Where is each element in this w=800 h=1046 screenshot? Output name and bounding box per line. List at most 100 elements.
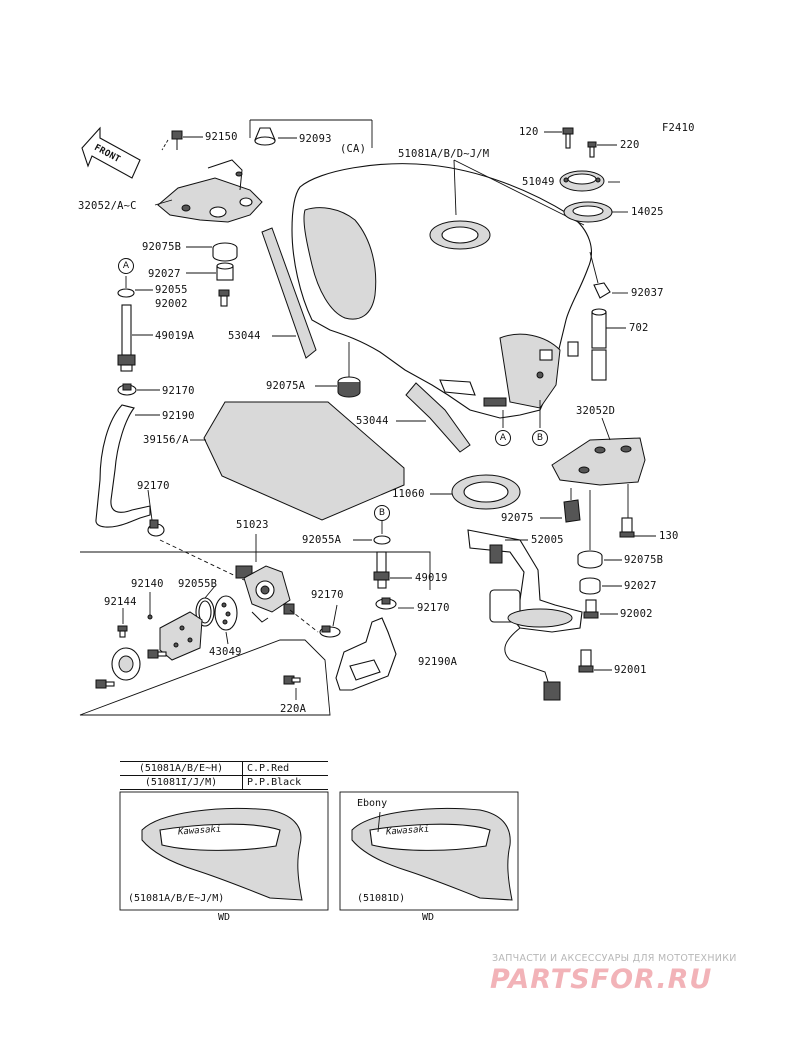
gasket-11060 — [451, 474, 521, 510]
pad-39156a — [203, 401, 405, 521]
bracket-32052d — [551, 437, 646, 486]
variant-right-sub: WD — [422, 912, 435, 923]
callout-92170-d: 92170 — [417, 602, 450, 614]
callout-51081: 51081A/B/D~J/M — [398, 148, 490, 160]
figure-code: F2410 — [662, 122, 695, 134]
callout-92037: 92037 — [631, 287, 664, 299]
callout-51049: 51049 — [522, 176, 555, 188]
pipe-49019a — [117, 304, 136, 372]
watermark-logo: PARTSFOR.RU — [490, 964, 713, 995]
lever-knob — [111, 647, 141, 681]
clamp-92170-c — [319, 625, 341, 638]
callout-220: 220 — [620, 139, 640, 151]
strip-53044-a — [261, 227, 317, 359]
callout-43049: 43049 — [209, 646, 242, 658]
callout-92170-b: 92170 — [137, 480, 170, 492]
callout-49019: 49019 — [415, 572, 448, 584]
tube-702 — [591, 308, 607, 381]
callout-53044-b: 53044 — [356, 415, 389, 427]
bolt-92001 — [578, 649, 594, 673]
gasket-14025 — [563, 201, 613, 223]
bracket-32052-top — [157, 159, 263, 223]
bolt-92002-top — [218, 289, 230, 307]
variant-right-label: Ebony — [357, 798, 388, 809]
callout-49019a: 49019A — [155, 330, 195, 342]
pipe-49019 — [373, 551, 390, 589]
cap-51049 — [559, 170, 605, 192]
clamp-92170-b — [147, 519, 165, 537]
collar-92027-bottom — [579, 577, 601, 595]
screw-92144 — [117, 625, 128, 638]
callout-14025: 14025 — [631, 206, 664, 218]
variant-right-caption: (51081D) — [357, 893, 406, 904]
color-table-row: (51081A/B/E~H) C.P.Red — [120, 761, 328, 776]
callout-130: 130 — [659, 530, 679, 542]
variant-left-caption: (51081A/B/E~J/M) — [128, 893, 225, 904]
oring-92055a — [373, 535, 391, 545]
variant-box-right — [339, 791, 519, 911]
hose-92190 — [95, 404, 151, 528]
callout-32052d: 32052D — [576, 405, 616, 417]
ref-a-tank: A — [495, 430, 511, 446]
callout-92055b: 92055B — [178, 578, 218, 590]
clamp-92170-d — [375, 597, 397, 610]
callout-92093: 92093 — [299, 133, 332, 145]
callout-92190: 92190 — [162, 410, 195, 422]
callout-220a: 220A — [280, 703, 307, 715]
color-table-color: C.P.Red — [247, 763, 290, 774]
callout-92190a: 92190A — [418, 656, 458, 668]
callout-92170-c: 92170 — [311, 589, 344, 601]
gasket-43049 — [214, 595, 238, 631]
callout-702: 702 — [629, 322, 649, 334]
callout-32052a: 32052/A~C — [78, 200, 137, 212]
callout-92075: 92075 — [501, 512, 534, 524]
callout-39156a: 39156/A — [143, 434, 189, 446]
bolt-92150 — [171, 130, 183, 150]
cover-plate-92140 — [159, 611, 203, 661]
oring-92055 — [117, 288, 135, 298]
damper-92075a — [337, 376, 361, 398]
callout-92027-top: 92027 — [148, 268, 181, 280]
grommet-92075b-top — [212, 242, 238, 262]
bolt-92002-bottom — [583, 599, 599, 619]
fuel-tank — [291, 163, 592, 419]
color-table: (51081A/B/E~H) C.P.Red (51081I/J/M) P.P.… — [120, 761, 328, 790]
grommet-92093 — [254, 127, 276, 146]
screw-lever — [95, 649, 167, 689]
color-table-color: P.P.Black — [247, 777, 302, 788]
callout-92170-a: 92170 — [162, 385, 195, 397]
color-table-code: (51081I/J/M) — [120, 776, 243, 789]
collar-92027-top — [216, 262, 234, 281]
hose-92190a — [335, 617, 397, 691]
front-arrow-icon — [81, 126, 141, 179]
variant-box-left — [119, 791, 329, 911]
bolt-120 — [562, 127, 574, 149]
color-table-code: (51081A/B/E~H) — [120, 762, 243, 775]
callout-92001: 92001 — [614, 664, 647, 676]
callout-120: 120 — [519, 126, 539, 138]
callout-53044-a: 53044 — [228, 330, 261, 342]
clamp-92170-a — [117, 383, 137, 396]
screw-220a — [283, 675, 301, 685]
grommet-92075b-bottom — [577, 550, 603, 569]
clip-92037 — [593, 282, 611, 299]
callout-92002-bottom: 92002 — [620, 608, 653, 620]
callout-92027-bottom: 92027 — [624, 580, 657, 592]
callout-92075a: 92075A — [266, 380, 306, 392]
callout-51023: 51023 — [236, 519, 269, 531]
strip-53044-b — [405, 382, 471, 453]
callout-92075b-bottom: 92075B — [624, 554, 664, 566]
ref-a-left: A — [118, 258, 134, 274]
callout-92002-top: 92002 — [155, 298, 188, 310]
callout-92055a: 92055A — [302, 534, 342, 546]
ref-b-right: B — [374, 505, 390, 521]
variant-left-sub: WD — [218, 912, 231, 923]
callout-11060: 11060 — [392, 488, 425, 500]
callout-92075b-top: 92075B — [142, 241, 182, 253]
callout-92140: 92140 — [131, 578, 164, 590]
callout-92144: 92144 — [104, 596, 137, 608]
fuel-pump-52005 — [467, 529, 583, 701]
callout-52005: 52005 — [531, 534, 564, 546]
color-table-row: (51081I/J/M) P.P.Black — [120, 776, 328, 790]
